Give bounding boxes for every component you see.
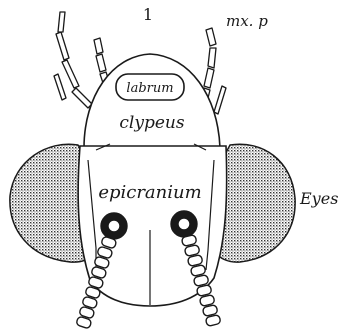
maxillary-palp-label: mx. p (226, 12, 268, 30)
clypeus-label: clypeus (119, 113, 184, 133)
left-maxillary-palp (54, 12, 92, 108)
epicranium-label: epicranium (98, 182, 201, 203)
eyes-label: Eyes (299, 189, 338, 208)
figure-number: 1 (143, 5, 153, 24)
labrum-label: labrum (126, 81, 173, 96)
